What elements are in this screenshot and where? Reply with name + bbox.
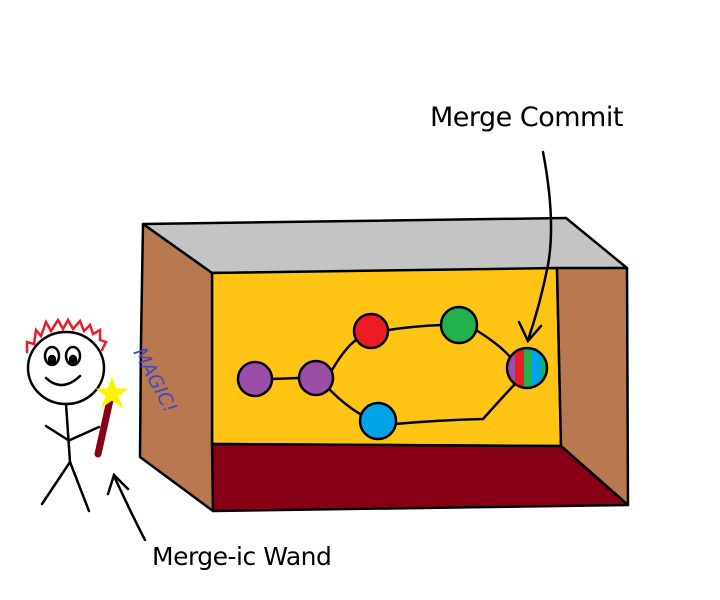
wand-arrow [106,472,147,542]
wand-label: Merge-ic Wand [152,542,331,571]
head [26,330,106,406]
right-pupil [68,354,78,366]
body [64,402,72,464]
commit-node-merge [505,346,549,390]
right-arm [68,425,101,442]
commit-node-c3 [352,312,390,350]
star-icon [95,376,129,409]
edge-c1-c2 [270,376,300,381]
smile [44,374,82,387]
commit-graph [270,323,516,426]
commit-nodes [236,305,479,441]
commit-node-c1 [236,360,274,398]
edge-c3-c4 [386,323,443,332]
stick-figure [25,317,108,513]
wand-stick [94,396,114,458]
edge-c5-merge [393,383,516,426]
box-top-face [141,216,629,275]
merge-commit-label: Merge Commit [430,102,623,133]
merge-ic-wand [94,376,129,458]
edge-c2-c3 [330,338,358,372]
edge-c2-c5 [328,388,362,416]
right-leg [68,460,91,513]
box-right-side [555,266,630,507]
left-leg [40,460,72,506]
left-arm [44,424,70,442]
merge-commit-arrow [517,150,553,344]
commit-node-c4 [439,305,479,345]
edge-c4-merge [474,328,512,359]
commit-node-c2 [297,359,335,397]
box-left-side [138,222,215,513]
box-floor [210,442,630,513]
left-pupil [47,354,57,366]
merge-box [138,216,630,513]
commit-node-c5 [358,401,398,441]
hair [25,317,108,354]
